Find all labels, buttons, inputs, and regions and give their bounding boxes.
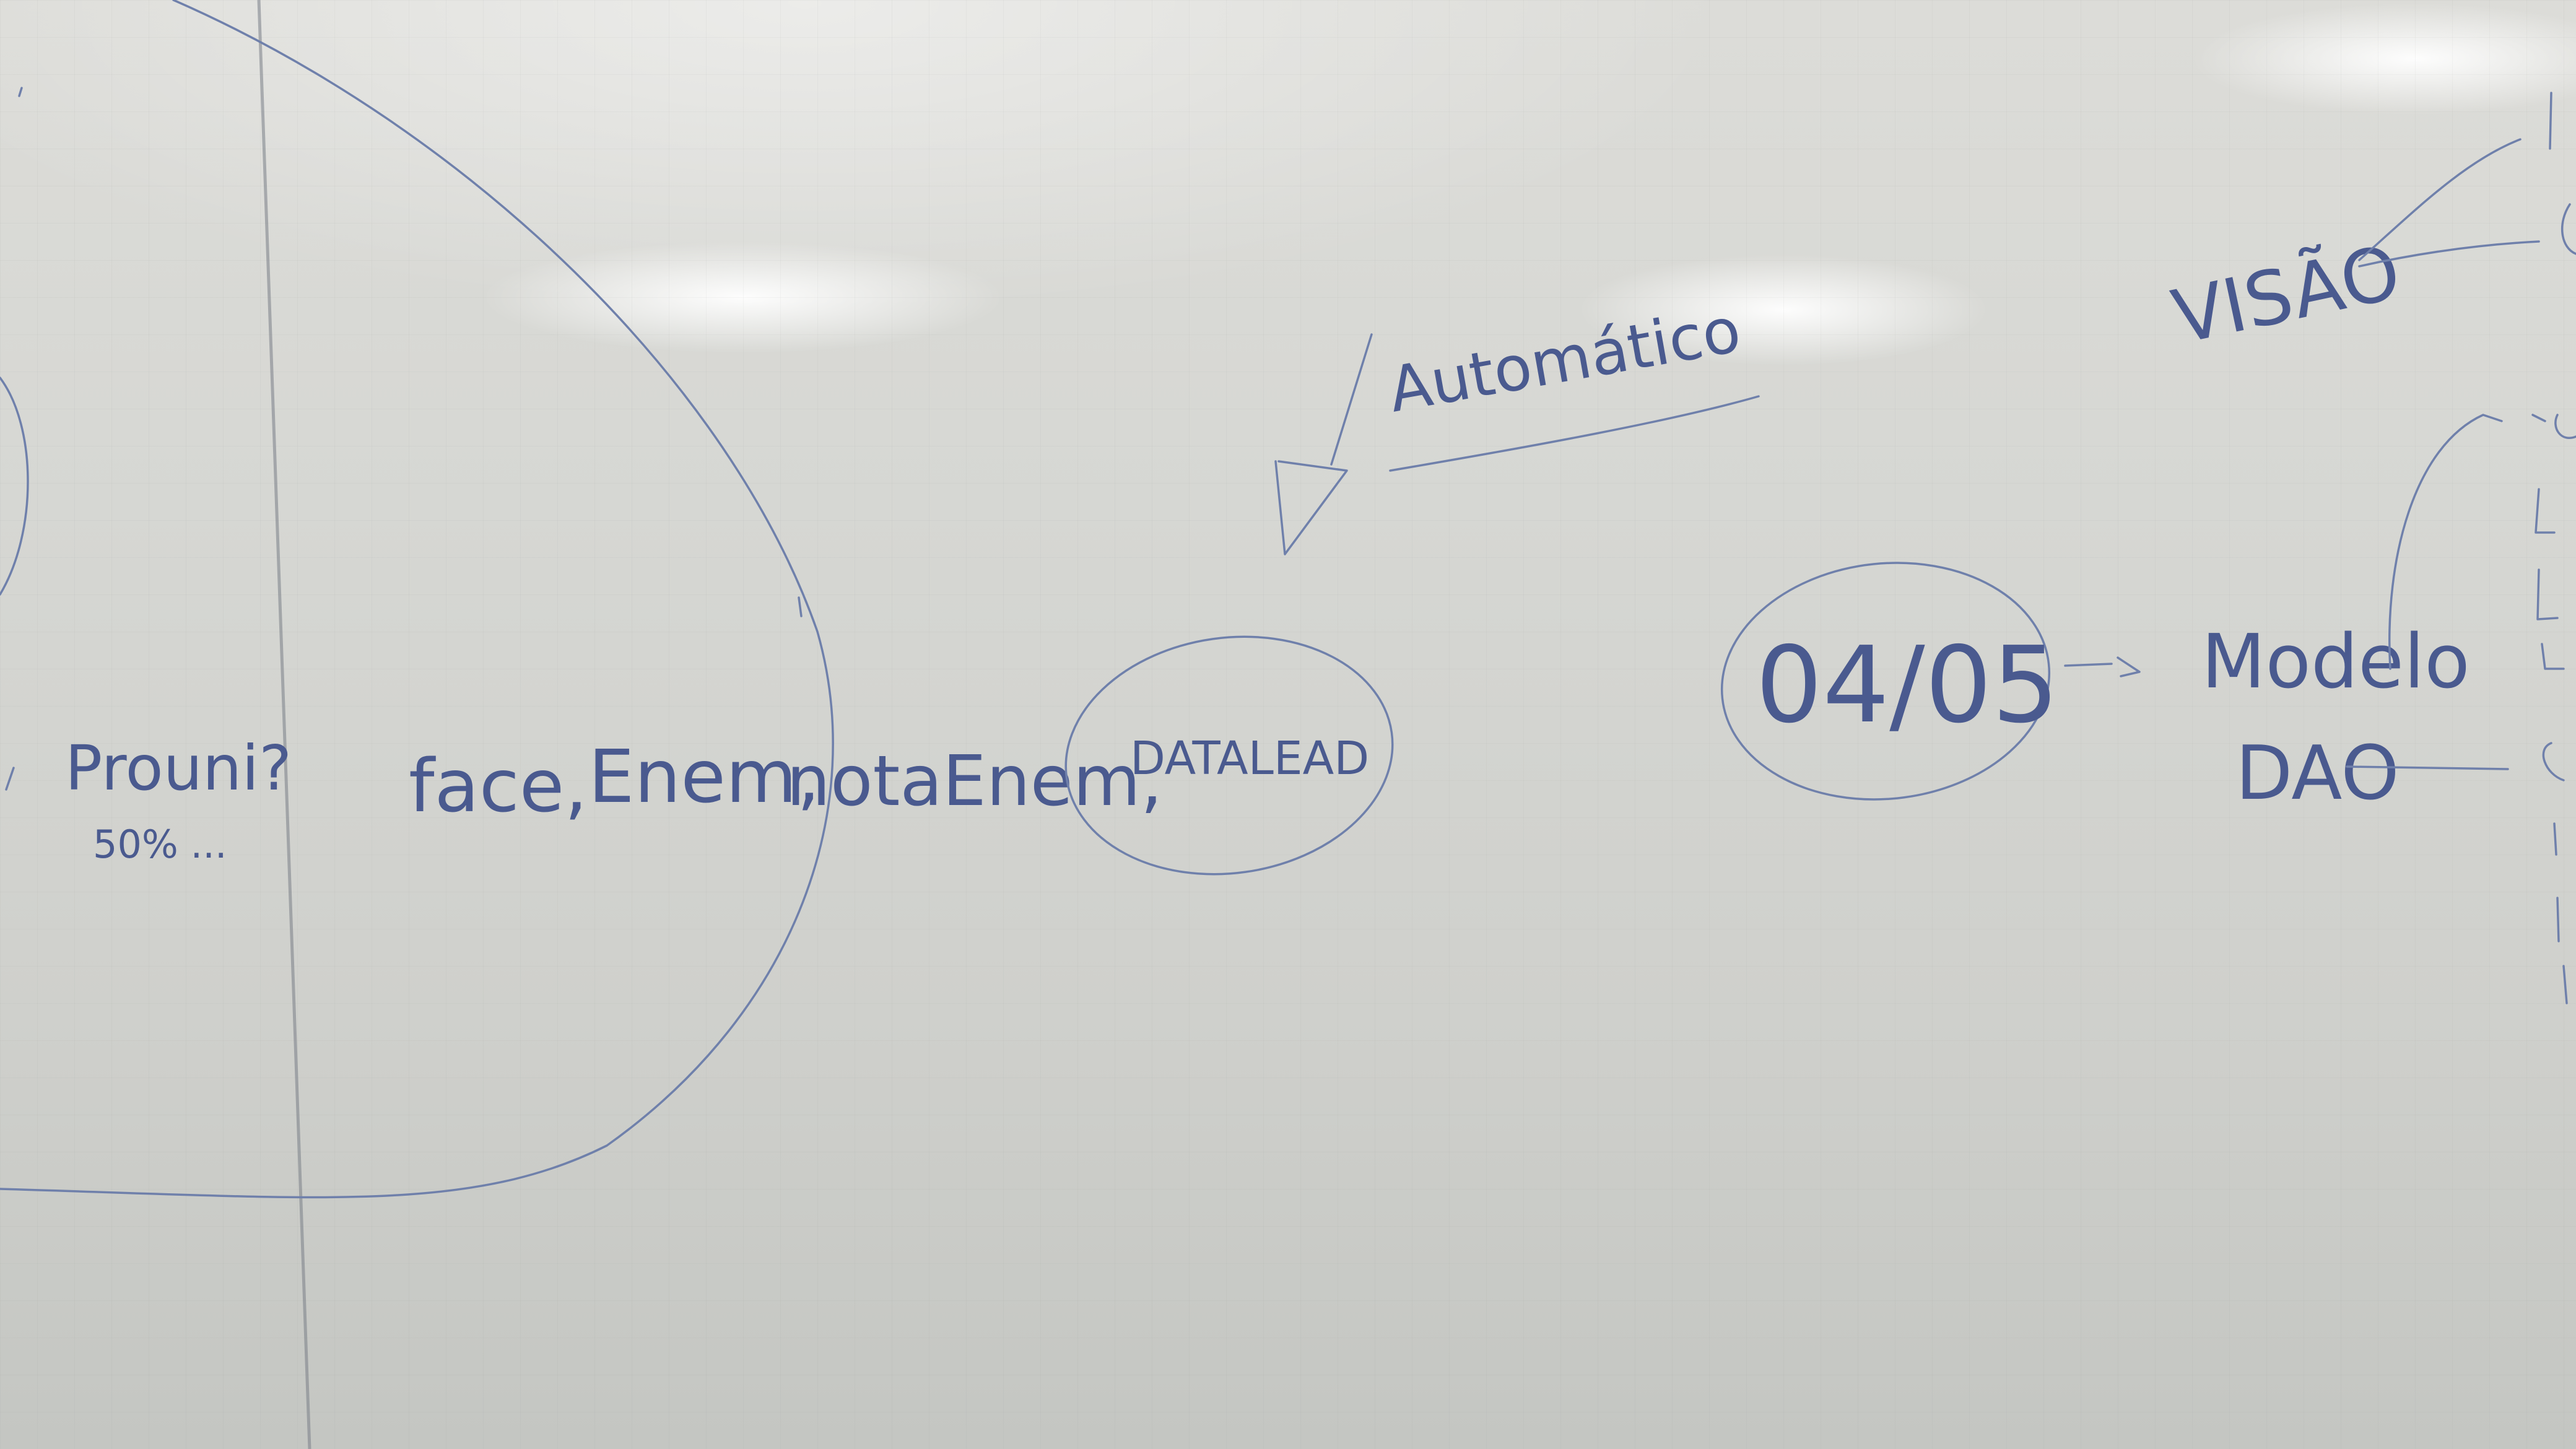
datalead-circle [1064, 635, 1394, 876]
percent-note-text: 50% ... [93, 822, 227, 867]
modelo-arrow [2064, 656, 2141, 677]
dao-text: DAO [2235, 731, 2400, 817]
right-edge-scribbles [2531, 92, 2576, 1004]
visao-branch-upper [2358, 138, 2522, 261]
down-arrow [1274, 333, 1373, 555]
dao-line [2346, 765, 2509, 770]
modelo-branch-curve [2388, 414, 2503, 670]
face-text: face, [409, 743, 588, 829]
date-text: 04/05 [1756, 624, 2059, 747]
visao-branch-lower [2358, 240, 2540, 268]
top-left-dot [18, 87, 23, 97]
prouni-text: Prouni? [65, 732, 292, 804]
small-tick-mark [798, 596, 803, 617]
enem-text: Enem, [588, 734, 820, 819]
automatico-underline [1389, 395, 1760, 472]
left-edge-curve [0, 376, 29, 596]
datalead-text: DATALEAD [1130, 732, 1369, 785]
automatico-text: Automático [1383, 294, 1746, 427]
modelo-text: Modelo [2201, 619, 2470, 705]
large-loop-shape [0, 0, 834, 1199]
vertical-guide-line [257, 0, 311, 1449]
date-circle [1720, 562, 2051, 801]
left-comma-mark [5, 767, 15, 791]
nota-enem-text: notaEnem, [786, 741, 1162, 822]
